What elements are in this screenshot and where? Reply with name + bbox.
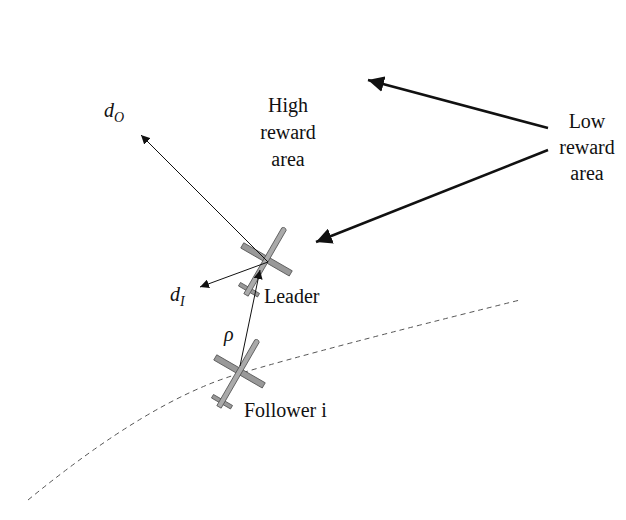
pointer-arrow xyxy=(316,150,548,242)
distance-symbol: ρ xyxy=(224,322,234,346)
radius-arrow xyxy=(200,262,268,287)
reward-region: Leader High reward area xyxy=(88,82,448,442)
region-outline xyxy=(196,190,340,334)
region-label: Low reward area xyxy=(552,108,622,186)
outer-region xyxy=(13,7,523,517)
pointer-arrow xyxy=(368,80,548,128)
radius-symbol: dO xyxy=(104,98,124,122)
radius-symbol: dI xyxy=(170,282,185,306)
trajectory-curve xyxy=(28,300,520,500)
region-title: High reward area xyxy=(253,92,323,173)
leader-region: Leader xyxy=(196,190,340,334)
distance-arrow xyxy=(240,270,260,366)
region-circle xyxy=(89,83,448,442)
aircraft-label: Leader xyxy=(264,283,326,310)
radius-arrow xyxy=(141,135,268,262)
region-circle xyxy=(197,191,340,334)
aircraft-label: Follower i xyxy=(244,398,327,422)
